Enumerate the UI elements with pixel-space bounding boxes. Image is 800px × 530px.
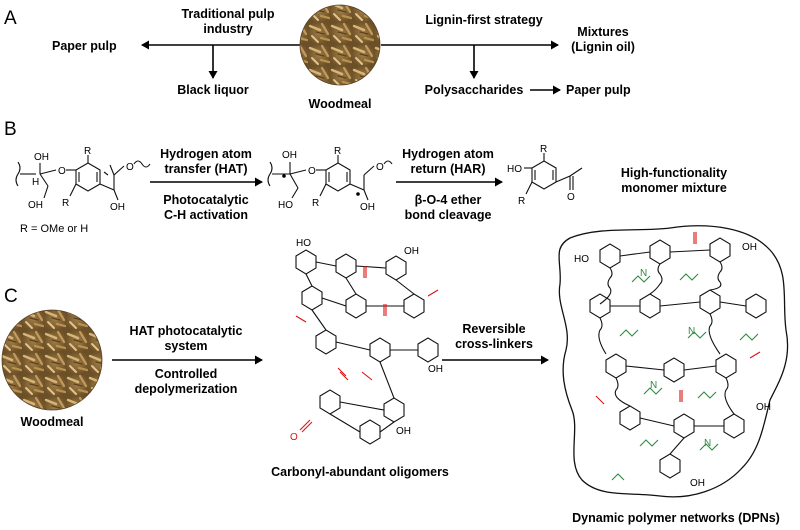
controlled-label-line1: Controlled	[155, 367, 218, 381]
atom-r: R	[540, 144, 547, 155]
woodmeal-image-a	[299, 4, 381, 86]
atom-oh: OH	[396, 426, 411, 437]
traditional-pulp-label-line2: industry	[203, 22, 252, 36]
r-definition: R = OMe or H	[20, 223, 88, 235]
crosslinkers-label-line2: cross-linkers	[455, 337, 533, 351]
atom-oh: OH	[34, 152, 49, 163]
atom-oh: OH	[690, 478, 705, 489]
lignin-dimer-structure: OH H OH O R R O OH	[15, 146, 151, 213]
paper-pulp-right-label: Paper pulp	[566, 83, 631, 97]
dpn-label: Dynamic polymer networks (DPNs)	[572, 511, 780, 525]
monomer-label-line1: High-functionality	[621, 166, 727, 180]
atom-ho: HO	[507, 164, 522, 175]
mixtures-label-line2: (Lignin oil)	[571, 40, 635, 54]
atom-n: N	[704, 438, 711, 449]
atom-r: R	[334, 146, 341, 157]
atom-r: R	[62, 198, 69, 209]
cleavage-label-line2: bond cleavage	[405, 208, 492, 222]
atom-oh: OH	[742, 242, 757, 253]
atom-oh: OH	[756, 402, 771, 413]
traditional-pulp-label-line1: Traditional pulp	[181, 7, 274, 21]
monomer-structure: HO R R O	[507, 144, 583, 207]
atom-oh: OH	[282, 150, 297, 161]
cleavage-label-line1: β-O-4 ether	[415, 193, 482, 207]
atom-oh: OH	[428, 364, 443, 375]
atom-oh: OH	[404, 246, 419, 257]
panel-label-b: B	[4, 119, 17, 140]
hat-system-label-line2: system	[164, 339, 207, 353]
atom-o: O	[58, 166, 66, 177]
atom-o: O	[126, 162, 134, 173]
atom-r: R	[84, 146, 91, 157]
atom-ho: HO	[574, 254, 589, 265]
controlled-label-line2: depolymerization	[135, 382, 238, 396]
hat-label-line2: transfer (HAT)	[164, 162, 247, 176]
atom-r: R	[518, 196, 525, 207]
atom-r: R	[312, 198, 319, 209]
photocatalytic-label-line1: Photocatalytic	[163, 193, 248, 207]
atom-o-carbonyl: O	[290, 432, 298, 443]
atom-ho: HO	[278, 200, 293, 211]
atom-n: N	[688, 326, 695, 337]
atom-oh: OH	[360, 202, 375, 213]
monomer-label-line2: monomer mixture	[621, 181, 727, 195]
atom-h: H	[32, 177, 39, 188]
atom-n: N	[650, 380, 657, 391]
har-label-line2: return (HAR)	[411, 162, 486, 176]
har-label-line1: Hydrogen atom	[402, 147, 494, 161]
woodmeal-label-a: Woodmeal	[309, 97, 372, 111]
woodmeal-label-c: Woodmeal	[21, 415, 84, 429]
hat-system-label-line1: HAT photocatalytic	[130, 324, 243, 338]
lignin-first-label: Lignin-first strategy	[425, 13, 542, 27]
dpn-network-structure: N N N N OH OH HO OH	[558, 225, 789, 498]
atom-n: N	[640, 268, 647, 279]
atom-oh: OH	[28, 200, 43, 211]
atom-o: O	[308, 166, 316, 177]
black-liquor-label: Black liquor	[177, 83, 249, 97]
atom-o: O	[376, 162, 384, 173]
polysaccharides-label: Polysaccharides	[425, 83, 524, 97]
panel-label-c: C	[4, 286, 18, 307]
radical-intermediate-structure: OH HO O R R O OH	[267, 146, 393, 213]
hat-label-line1: Hydrogen atom	[160, 147, 252, 161]
atom-oh: OH	[110, 202, 125, 213]
atom-ho: HO	[296, 238, 311, 249]
carbonyl-oligomer-structure: HO OH OH OH O	[290, 238, 443, 445]
photocatalytic-label-line2: C-H activation	[164, 208, 248, 222]
woodmeal-image-c	[1, 309, 103, 411]
panel-label-a: A	[4, 8, 17, 29]
oligomers-label: Carbonyl-abundant oligomers	[271, 465, 449, 479]
mixtures-label-line1: Mixtures	[577, 25, 628, 39]
paper-pulp-left-label: Paper pulp	[52, 39, 117, 53]
atom-o: O	[567, 192, 575, 203]
crosslinkers-label-line1: Reversible	[462, 322, 525, 336]
